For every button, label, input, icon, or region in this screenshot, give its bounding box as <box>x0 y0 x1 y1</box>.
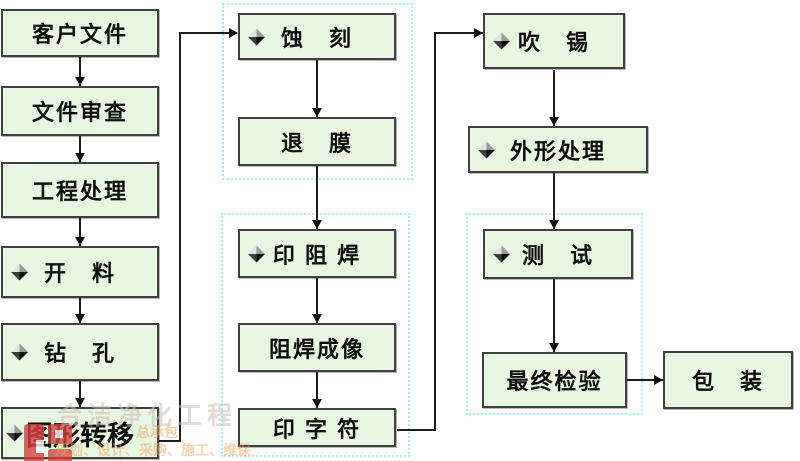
flow-box-label: 吹 锡 <box>517 30 590 55</box>
arrow-down-icon <box>549 343 559 352</box>
diamond-bullet-icon <box>6 424 23 442</box>
arrow-down-icon <box>75 398 85 407</box>
connector-line <box>316 166 318 229</box>
arrow-down-icon <box>312 220 322 229</box>
arrow-down-icon <box>75 77 85 86</box>
flow-box-label: 客户文件 <box>31 22 128 47</box>
flow-box-etching: 蚀 刻 <box>238 13 396 60</box>
connector-line <box>179 32 237 34</box>
arrow-down-icon <box>549 117 559 126</box>
flow-box-customer-files: 客户文件 <box>1 9 159 57</box>
flow-box-label: 钻 孔 <box>43 341 116 366</box>
connector-line <box>434 32 483 34</box>
flow-box-pattern-transfer: 图形转移 <box>1 407 159 459</box>
diamond-bullet-icon <box>248 28 265 45</box>
flow-box-label: 工程处理 <box>31 179 128 204</box>
flow-box-testing: 测 试 <box>483 229 633 279</box>
connector-line <box>397 429 436 431</box>
connector-line <box>553 173 555 229</box>
flow-box-label: 印 阻 焊 <box>272 242 362 268</box>
flow-box-final-inspection: 最终检验 <box>482 352 627 408</box>
flow-box-engineering-processing: 工程处理 <box>1 162 159 218</box>
flow-box-label: 开 料 <box>43 261 116 286</box>
connector-line <box>316 372 318 408</box>
flow-box-label: 外形处理 <box>509 138 606 164</box>
flow-box-label: 最终检验 <box>506 369 603 394</box>
flow-box-label: 蚀 刻 <box>280 25 353 51</box>
connector-line <box>79 57 81 86</box>
arrow-right-icon <box>474 28 483 38</box>
flow-box-label: 阻焊成像 <box>268 336 365 362</box>
diamond-bullet-icon <box>493 245 510 263</box>
connector-line <box>79 298 81 323</box>
connector-line <box>316 278 318 323</box>
flow-box-file-review: 文件审查 <box>1 86 159 136</box>
flow-box-tin-blowing: 吹 锡 <box>483 13 625 69</box>
flow-box-profile-processing: 外形处理 <box>468 126 648 173</box>
arrow-down-icon <box>312 314 322 323</box>
flow-box-label: 包 装 <box>691 369 764 394</box>
connector-line <box>79 381 81 407</box>
flow-box-label: 文件审查 <box>31 100 128 125</box>
arrow-down-icon <box>312 108 322 117</box>
arrow-down-icon <box>549 220 559 229</box>
flow-box-label: 图形转移 <box>26 420 134 451</box>
diamond-bullet-icon <box>493 32 510 50</box>
flow-box-film-stripping: 退 膜 <box>238 117 396 166</box>
connector-line <box>79 218 81 246</box>
diamond-bullet-icon <box>248 245 265 262</box>
connector-line <box>179 32 181 442</box>
connector-line <box>627 379 663 381</box>
process-group-mask <box>221 213 410 457</box>
connector-line <box>434 32 436 431</box>
arrow-down-icon <box>312 399 322 408</box>
connector-line <box>79 136 81 162</box>
arrow-down-icon <box>75 314 85 323</box>
flow-box-drilling: 钻 孔 <box>1 323 159 381</box>
flow-box-label: 测 试 <box>521 243 594 268</box>
connector-line <box>159 440 181 442</box>
flow-box-material-cutting: 开 料 <box>1 246 159 298</box>
diamond-bullet-icon <box>478 141 495 158</box>
flow-box-solder-mask-printing: 印 阻 焊 <box>238 229 396 278</box>
flow-box-label: 退 膜 <box>280 130 353 156</box>
flow-box-legend-printing: 印 字 符 <box>238 408 396 447</box>
flow-box-label: 印 字 符 <box>272 416 362 442</box>
flow-box-packaging: 包 装 <box>663 351 793 409</box>
connector-line <box>316 60 318 117</box>
connector-line <box>553 279 555 352</box>
connector-line <box>553 70 555 126</box>
arrow-right-icon <box>229 28 238 38</box>
arrow-down-icon <box>75 237 85 246</box>
arrow-down-icon <box>75 153 85 162</box>
diamond-bullet-icon <box>11 343 28 361</box>
diamond-bullet-icon <box>11 263 28 281</box>
arrow-right-icon <box>654 375 663 385</box>
flow-box-solder-mask-imaging: 阻焊成像 <box>238 323 396 372</box>
